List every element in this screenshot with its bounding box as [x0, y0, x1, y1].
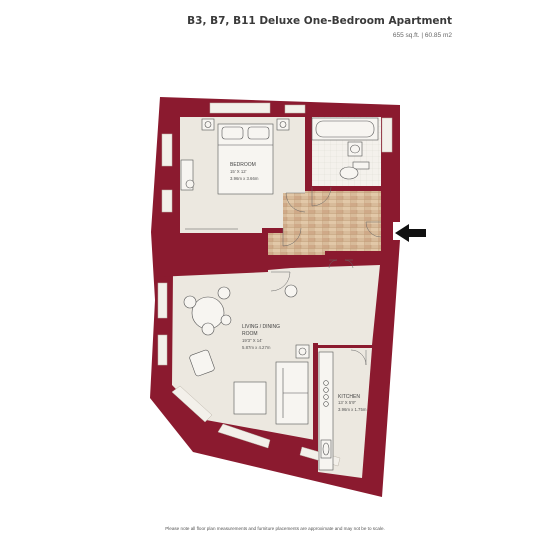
living-living-wall-right [365, 251, 381, 265]
kitchen-counter [318, 351, 334, 471]
toilet [339, 161, 370, 180]
side-table [295, 344, 310, 359]
kitchen-label: KITCHEN [338, 394, 360, 400]
entrance-arrow-icon [395, 224, 426, 242]
ottoman [233, 381, 267, 415]
windows [157, 102, 393, 467]
plan-title: B3, B7, B11 Deluxe One-Bedroom Apartment [187, 15, 452, 27]
double-bed [217, 123, 274, 195]
living-dim-imperial: 19'3" X 14' [242, 338, 263, 343]
bath-hall-wall [311, 186, 381, 191]
sofa [275, 361, 309, 425]
nightstands [201, 118, 290, 131]
bathroom-sink [347, 141, 363, 157]
bedroom-desk [180, 159, 195, 191]
living-floor [172, 265, 380, 440]
kitchen-dim-metric: 3.96m x 1.75m [338, 407, 367, 412]
hall-living-wall [268, 255, 325, 270]
living-dim-metric: 5.87m x 4.27m [242, 345, 271, 350]
plan-area: 655 sq.ft. | 60.85 m2 [392, 32, 452, 39]
bedroom-living-wall [155, 228, 283, 277]
dining-set [183, 286, 232, 336]
living-label-line2: ROOM [242, 331, 258, 337]
bedroom-dim-imperial: 15' X 12' [230, 169, 247, 174]
disclaimer-text: Please note all floor plan measurements … [165, 526, 385, 531]
bedroom-bath-wall [305, 117, 312, 191]
bedroom-label: BEDROOM [230, 162, 256, 168]
living-label-line1: LIVING / DINING [242, 324, 280, 330]
armchair [189, 349, 215, 377]
kitchen-wall [313, 343, 318, 443]
bedroom-dim-metric: 3.96m x 3.66m [230, 176, 259, 181]
doors [270, 186, 382, 366]
hallway-floor [267, 190, 381, 255]
hall-stool [284, 284, 298, 298]
kitchen-dim-imperial: 13' X 5'9" [338, 400, 356, 405]
bathtub [311, 117, 379, 141]
